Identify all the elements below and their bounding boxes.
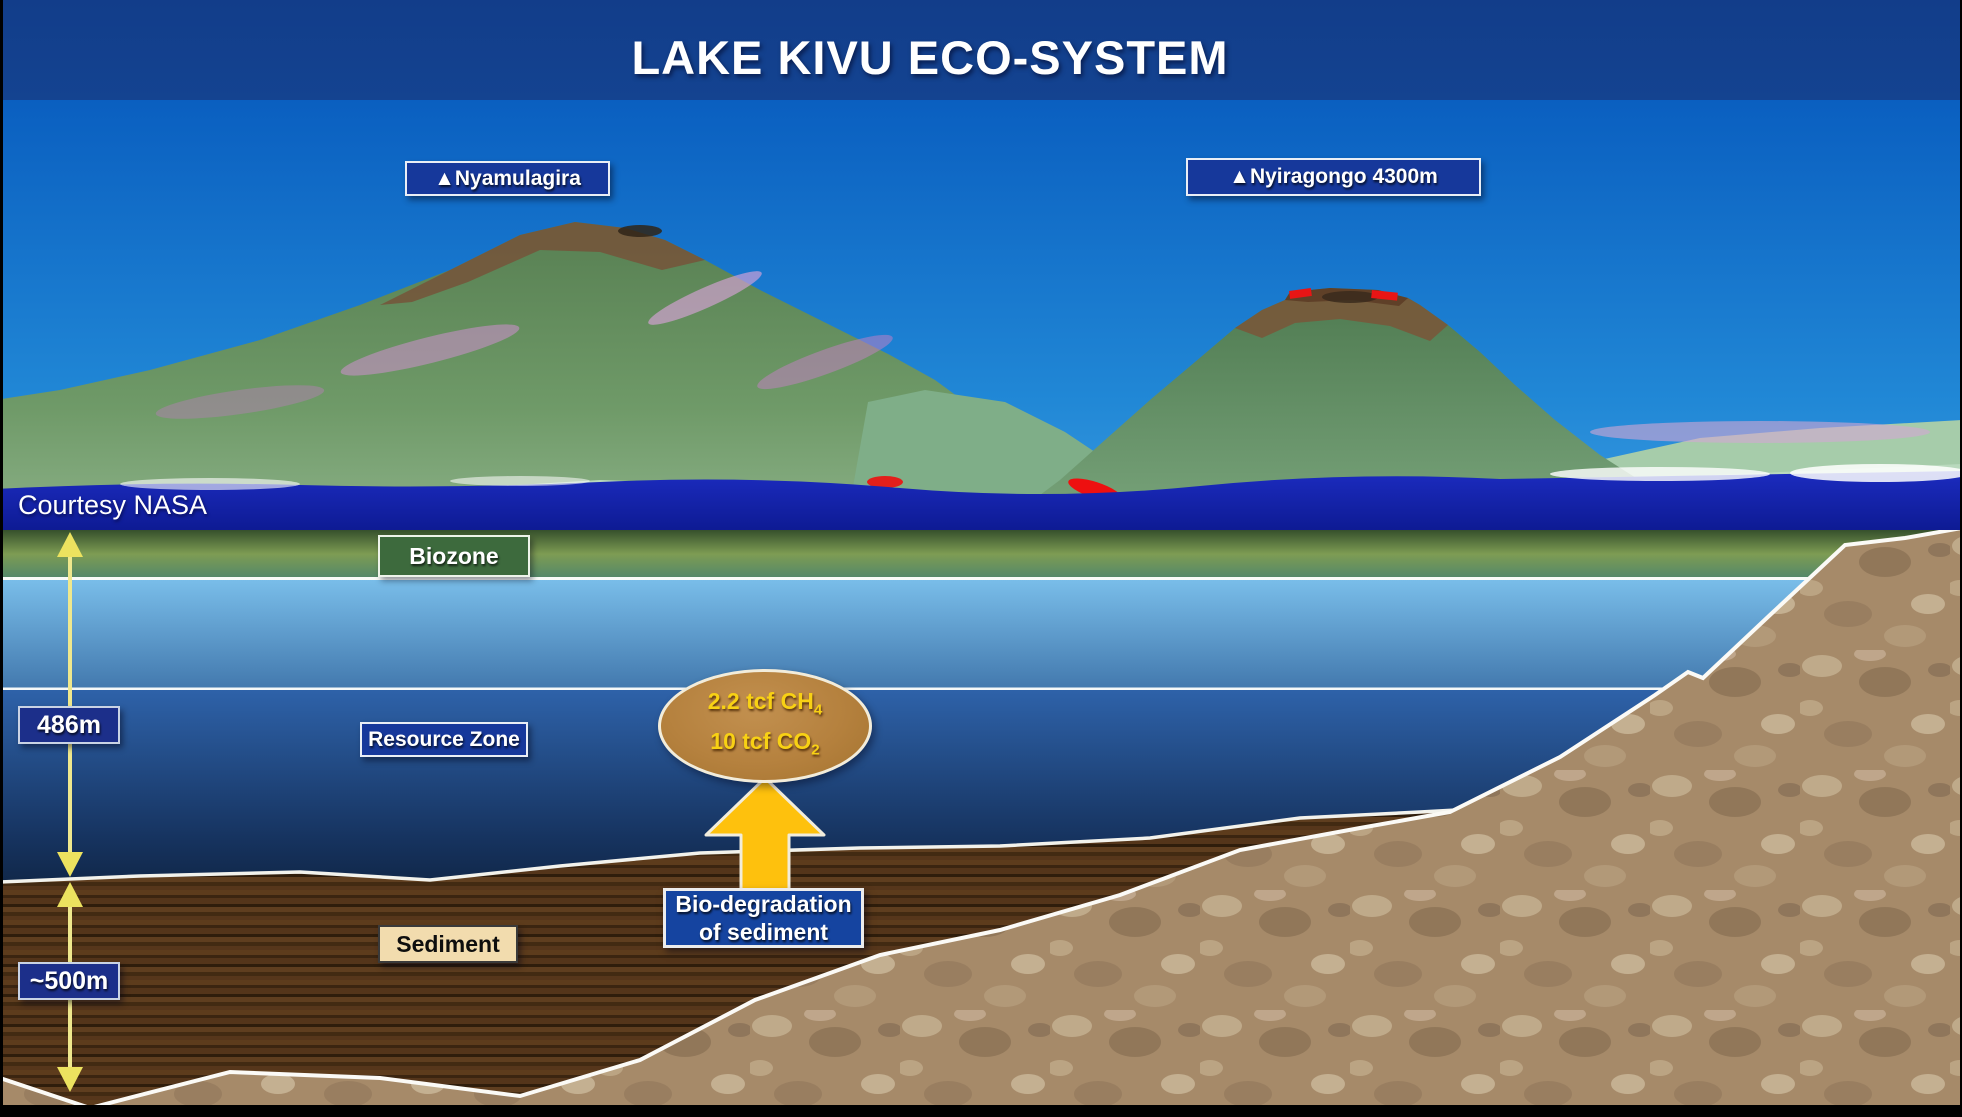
peak-icon: ▲ <box>1229 165 1250 188</box>
water-depth-label: 486m <box>18 706 120 744</box>
photo-credit: Courtesy NASA <box>18 490 208 520</box>
volcano-name: Nyamulagira <box>454 166 581 190</box>
biodegradation-line1: Bio-degradation <box>675 891 852 917</box>
sediment-depth-label: ~500m <box>18 962 120 1000</box>
water-depth-arrow <box>57 532 83 877</box>
nasa-volcano-photo <box>0 100 1962 532</box>
lake-cross-section <box>0 530 1962 1117</box>
page-title: LAKE KIVU ECO-SYSTEM <box>631 31 1229 84</box>
volcano-name: Nyiragongo 4300m <box>1249 165 1438 188</box>
methane-amount: 2.2 tcf CH4 <box>707 688 823 719</box>
resource-zone-label: Resource Zone <box>360 722 528 757</box>
frame-edge-bottom <box>0 1105 1962 1117</box>
sediment-label: Sediment <box>378 925 518 963</box>
biodegradation-box: Bio-degradation of sediment <box>663 888 864 948</box>
frame-edge-right <box>1960 0 1962 1117</box>
volcano-label-nyiragongo: ▲Nyiragongo 4300m <box>1186 158 1481 196</box>
gas-reserve-bubble: 2.2 tcf CH4 10 tcf CO2 <box>658 669 872 783</box>
volcano-label-nyamulagira: ▲Nyamulagira <box>405 161 610 196</box>
biodegradation-line2: of sediment <box>698 919 829 945</box>
biozone-label: Biozone <box>378 535 530 577</box>
co2-amount: 10 tcf CO2 <box>710 728 820 759</box>
frame-edge-left <box>0 0 3 1117</box>
peak-icon: ▲ <box>434 166 455 190</box>
